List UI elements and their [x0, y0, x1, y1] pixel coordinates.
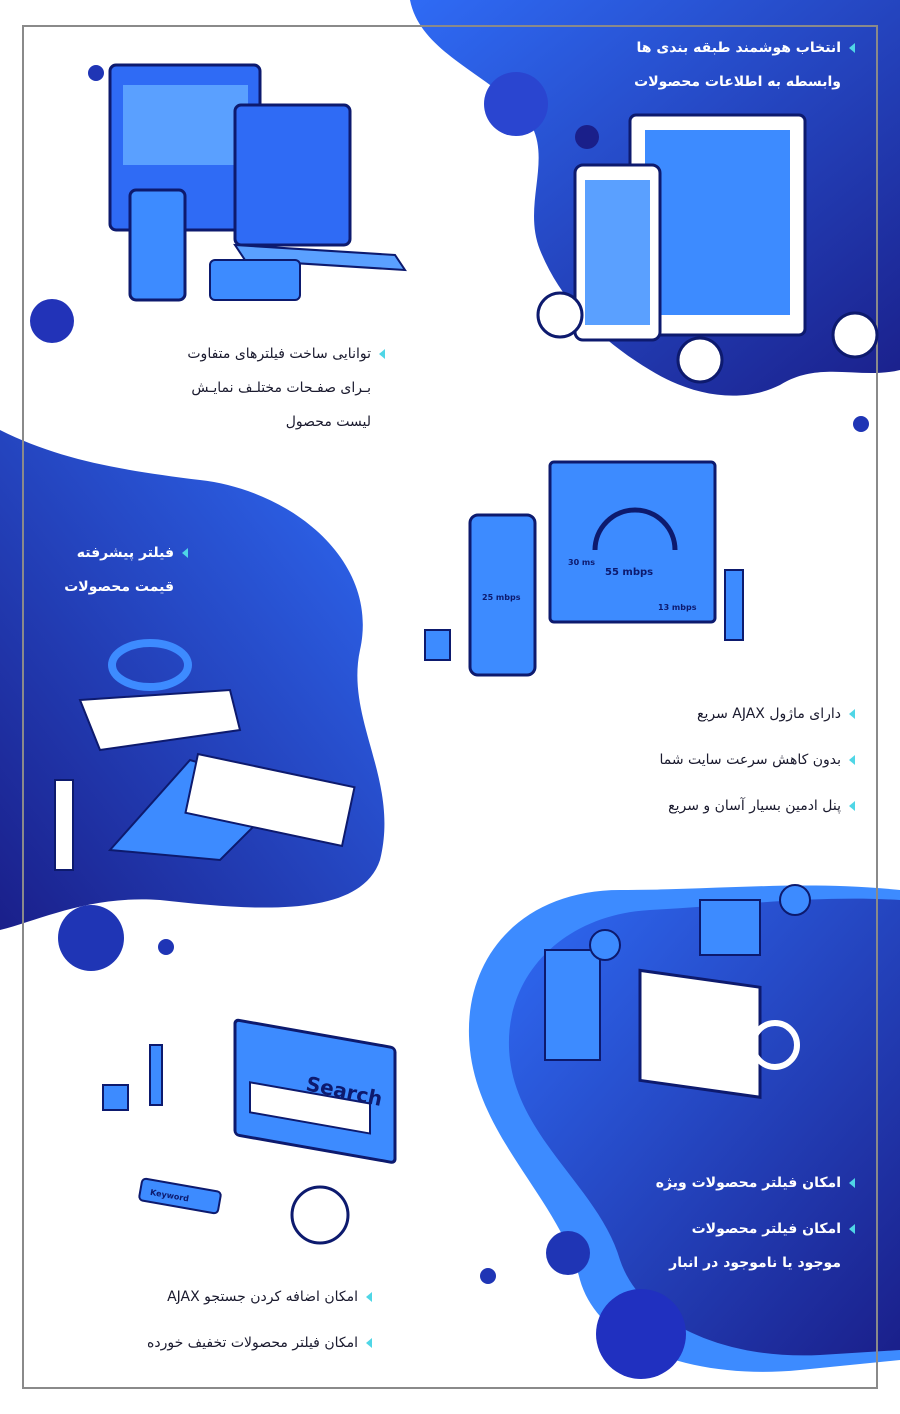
feature-item: پنل ادمین بسیار آسان و سریع	[659, 783, 855, 829]
feature-text: فیلتر پیشرفته	[76, 545, 174, 561]
phone-speed-label: 25 mbps	[482, 593, 521, 602]
dot	[853, 416, 869, 432]
feature-text: امکان فیلتر محصولات تخفیف خورده	[147, 1335, 358, 1351]
section-ajax: دارای ماژول AJAX سریع بدون کاهش سرعت سای…	[659, 691, 855, 829]
upload-label: 13 mbps	[658, 603, 697, 612]
bullet-icon	[182, 548, 188, 558]
main-speed-label: 55 mbps	[605, 567, 653, 578]
dot	[88, 65, 104, 81]
section-filters-pages: توانایی ساخت فیلترهای متفاوت بـرای صفـحا…	[187, 337, 385, 439]
bullet-icon	[379, 349, 385, 359]
feature-text: انتخاب هوشمند طبقه بندی ها	[636, 40, 841, 56]
monitor-gears-illustration	[536, 113, 879, 384]
bullet-icon	[849, 1178, 855, 1188]
devices-illustration	[108, 63, 407, 302]
feature-text: توانایی ساخت فیلترهای متفاوت	[187, 346, 371, 362]
feature-item: فیلتر پیشرفته	[64, 536, 188, 570]
section-price-filter: فیلتر پیشرفته قیمت محصولات	[64, 536, 188, 604]
price-filter-illustration	[54, 639, 356, 871]
feature-item: امکان اضافه کردن جستجو AJAX	[147, 1274, 372, 1320]
dot	[480, 1268, 496, 1284]
speed-test-illustration: 55 mbps 30 ms 13 mbps 25 mbps	[424, 460, 744, 677]
feature-text-continued: بـرای صفـحات مختلـف نمایـش	[191, 380, 371, 396]
feature-text-continued: موجود یا ناموجود در انبار	[669, 1255, 841, 1271]
bullet-icon	[849, 709, 855, 719]
dot	[575, 125, 599, 149]
content-frame	[22, 25, 878, 1389]
dot	[546, 1231, 590, 1275]
feature-item: امکان فیلتر محصولات تخفیف خورده	[147, 1320, 372, 1366]
bullet-icon	[849, 755, 855, 765]
bullet-icon	[849, 1224, 855, 1234]
bullet-icon	[849, 43, 855, 53]
section-smart-category: انتخاب هوشمند طبقه بندی ها وابسطه به اطل…	[634, 31, 855, 99]
feature-item: توانایی ساخت فیلترهای متفاوت	[187, 337, 385, 371]
bullet-icon	[849, 801, 855, 811]
feature-text: امکان فیلتر محصولات ویژه	[655, 1175, 841, 1191]
feature-text: امکان فیلتر محصولات	[691, 1221, 841, 1237]
dot	[58, 905, 124, 971]
dot	[484, 72, 548, 136]
search-illustration: Search Keyword	[102, 1018, 397, 1245]
blob-bottom-right	[508, 898, 900, 1356]
feature-item: دارای ماژول AJAX سریع	[659, 691, 855, 737]
analytics-team-illustration	[544, 884, 811, 1099]
bullet-icon	[366, 1338, 372, 1348]
feature-text: امکان اضافه کردن جستجو AJAX	[167, 1289, 358, 1305]
feature-item: امکان فیلتر محصولات	[656, 1212, 855, 1246]
feature-text: بدون کاهش سرعت سایت شما	[659, 752, 841, 768]
feature-text-continued: وابسطه به اطلاعات محصولات	[634, 74, 841, 90]
feature-item: بدون کاهش سرعت سایت شما	[659, 737, 855, 783]
section-special: امکان فیلتر محصولات ویژه امکان فیلتر محص…	[656, 1166, 855, 1280]
feature-text-continued: قیمت محصولات	[64, 579, 174, 595]
dot	[158, 939, 174, 955]
dot	[596, 1289, 686, 1379]
section-search: امکان اضافه کردن جستجو AJAX امکان فیلتر …	[147, 1274, 372, 1366]
feature-text: پنل ادمین بسیار آسان و سریع	[668, 798, 841, 814]
feature-text-continued: لیست محصول	[285, 414, 371, 430]
bullet-icon	[366, 1292, 372, 1302]
dot	[30, 299, 74, 343]
ping-label: 30 ms	[568, 558, 595, 567]
feature-text: دارای ماژول AJAX سریع	[697, 706, 841, 722]
feature-item: انتخاب هوشمند طبقه بندی ها	[634, 31, 855, 65]
feature-item: امکان فیلتر محصولات ویژه	[656, 1166, 855, 1200]
